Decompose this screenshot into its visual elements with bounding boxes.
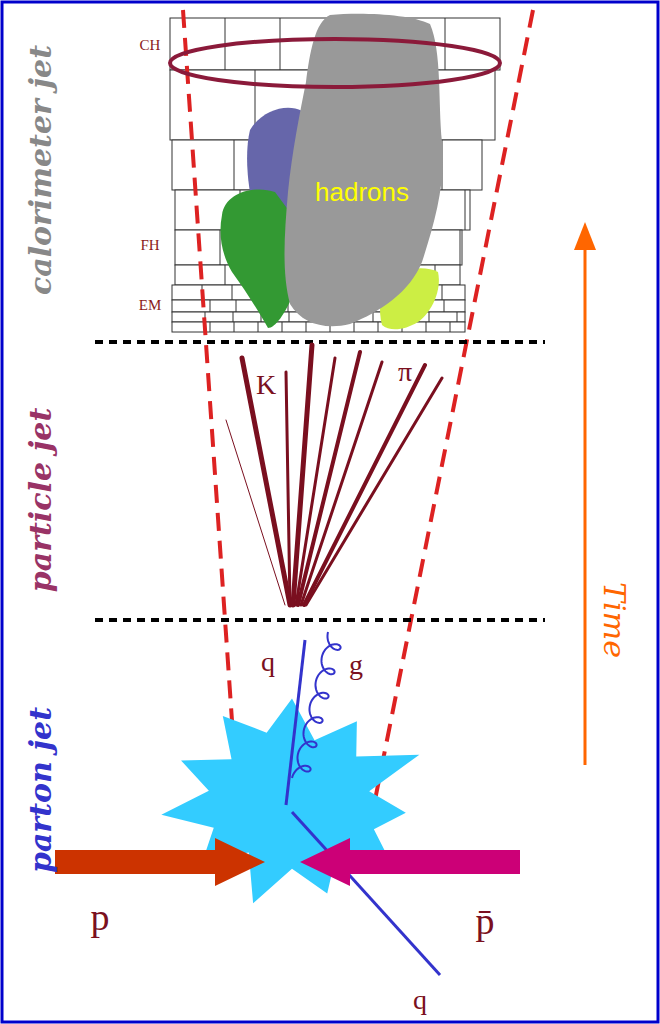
axis-label: Time	[598, 582, 631, 658]
stage-divider	[95, 618, 545, 622]
node-text: hadrons	[315, 177, 409, 208]
jet-cone-ellipse	[170, 39, 500, 87]
antiproton-arrow	[300, 838, 520, 886]
hadron-deposit	[220, 189, 295, 328]
layer-label: EM	[139, 297, 162, 314]
quark-line	[286, 640, 305, 805]
stage-label: parton jet	[24, 707, 57, 873]
parton-label: g	[349, 650, 363, 681]
particle-label: π	[398, 357, 412, 388]
parton-label: q	[413, 985, 427, 1016]
stage-label: particle jet	[24, 408, 57, 592]
parton-label: q	[261, 647, 275, 678]
jet-cone-line	[183, 10, 238, 808]
quark-line	[292, 812, 440, 975]
particle-label: K	[256, 370, 276, 401]
layer-label: CH	[140, 37, 161, 54]
stage-label: calorimeter jet	[24, 45, 57, 295]
particle-tracks	[226, 345, 442, 605]
gluon-line	[292, 632, 341, 778]
hadron-blob	[270, 12, 450, 330]
layer-label: FH	[140, 237, 159, 254]
stage-divider	[95, 340, 545, 344]
time-arrowhead	[574, 222, 596, 250]
time-arrow	[584, 245, 587, 765]
proton-arrow	[55, 838, 265, 886]
hadron-shower: hadrons	[270, 12, 450, 330]
beam-label: p	[91, 897, 110, 939]
beam-label: p̄	[476, 901, 495, 943]
